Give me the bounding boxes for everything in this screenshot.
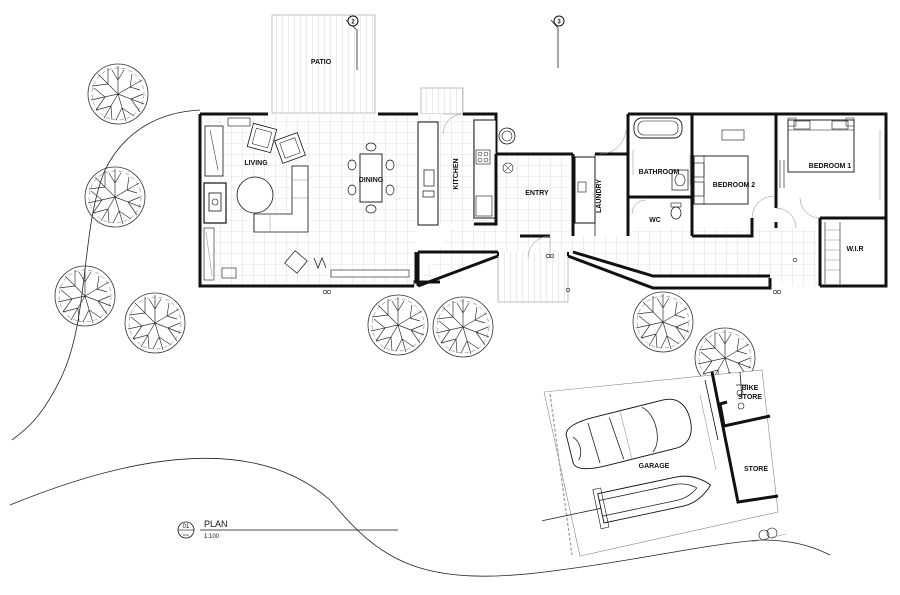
room-label-garage: GARAGE [639, 463, 670, 470]
room-label-wir: W.I.R [846, 246, 863, 253]
kitchen-bench [417, 121, 439, 226]
room-label-bike-store-line-1: BIKE [742, 385, 759, 392]
room-label-bathroom: BATHROOM [639, 169, 680, 176]
kitchen-door-swing [442, 113, 464, 135]
room-label-store: STORE [744, 466, 768, 473]
tree-3 [54, 265, 116, 327]
section-marker-2: 2 [345, 15, 359, 70]
room-label-kitchen: KITCHEN [453, 158, 460, 189]
section-marker-3-label: 3 [557, 20, 561, 26]
room-label-bedroom-2: BEDROOM 2 [713, 182, 756, 189]
walls-front-angled [416, 250, 772, 290]
tree-2 [84, 166, 146, 228]
patio-deck [271, 14, 376, 114]
title-scale: 1:100 [204, 534, 220, 540]
title-number: 01 [183, 524, 190, 530]
room-label-bike-store-line-2: STORE [738, 394, 762, 401]
tree-4 [124, 292, 186, 354]
living-furniture [203, 117, 410, 281]
drawing-title-block: 01 PLAN 1:100 [177, 519, 398, 540]
tree-6 [432, 296, 494, 358]
section-marker-3: 3 [550, 15, 565, 68]
room-label-bedroom-1: BEDROOM 1 [809, 163, 852, 170]
downpipes [322, 253, 798, 295]
tree-1 [87, 63, 149, 125]
room-label-patio: PATIO [311, 59, 332, 66]
tree-5 [367, 294, 429, 356]
kitchen-rear-bench [473, 119, 516, 219]
landscape-curve-north [11, 109, 201, 441]
room-label-wc: WC [649, 217, 661, 224]
boat-trailer [542, 475, 711, 530]
entry-deck [497, 249, 569, 303]
car [565, 398, 692, 470]
walls-entry [496, 129, 628, 259]
walls-bedroom-2 [692, 112, 778, 238]
section-marker-2-label: 2 [351, 20, 355, 26]
walls-bedroom-1 [774, 112, 888, 288]
kitchen-step [420, 87, 464, 115]
tree-7 [632, 291, 694, 353]
title-text: PLAN [204, 519, 228, 529]
room-label-laundry: LAUNDRY [596, 179, 603, 213]
walls-bathroom [626, 112, 694, 236]
dining-table [347, 142, 395, 214]
room-label-dining: DINING [359, 177, 384, 184]
room-label-entry: ENTRY [525, 190, 549, 197]
walls-wir [818, 218, 841, 286]
room-label-living: LIVING [244, 160, 268, 167]
